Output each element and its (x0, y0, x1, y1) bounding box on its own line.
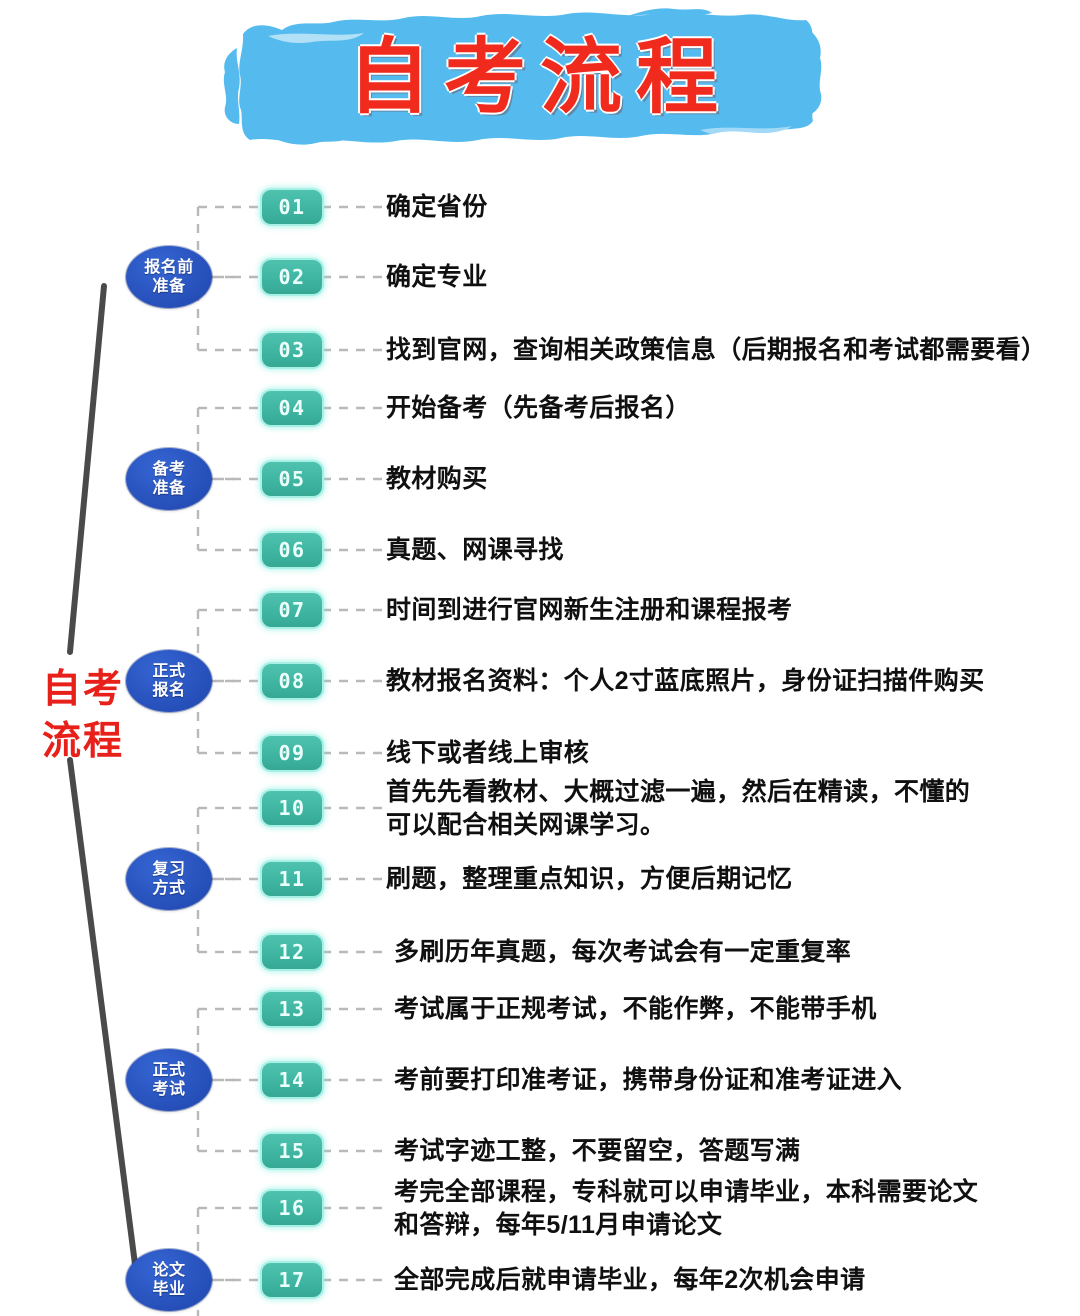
step-badge[interactable]: 12 (262, 935, 322, 969)
category-label-line1: 正式 (152, 663, 186, 680)
step-badge[interactable]: 08 (262, 664, 322, 698)
step-badge[interactable]: 11 (262, 862, 322, 896)
step-text: 多刷历年真题，每次考试会有一定重复率 (394, 938, 852, 966)
brush-stroke-icon (223, 8, 822, 145)
category-label-line1: 论文 (152, 1262, 186, 1279)
step-text: 找到官网，查询相关政策信息（后期报名和考试都需要看） (386, 336, 1047, 364)
step-badge[interactable]: 02 (262, 260, 322, 294)
step-text: 时间到进行官网新生注册和课程报考 (386, 596, 793, 624)
step-badge[interactable]: 05 (262, 462, 322, 496)
trunk-label-line1: 自考 (41, 668, 124, 711)
category-label-line2: 方式 (152, 880, 186, 897)
category-label-line1: 备考 (152, 461, 186, 478)
step-text: 确定省份 (386, 193, 488, 221)
step-badge[interactable]: 10 (262, 791, 322, 825)
step-badge[interactable]: 04 (262, 391, 322, 425)
category-label-line2: 考试 (152, 1081, 186, 1098)
step-badge[interactable]: 07 (262, 593, 322, 627)
step-badge[interactable]: 01 (262, 190, 322, 224)
step-text: 考试字迹工整，不要留空，答题写满 (394, 1137, 801, 1165)
trunk-line (67, 283, 139, 1275)
step-text: 考试属于正规考试，不能作弊，不能带手机 (394, 995, 877, 1023)
step-badge[interactable]: 03 (262, 333, 322, 367)
title-banner: 自考流程 (0, 0, 1080, 170)
step-text: 首先先看教材、大概过滤一遍，然后在精读，不懂的 可以配合相关网课学习。 (386, 778, 971, 839)
page-title: 自考流程 (347, 32, 732, 123)
trunk-label: 自考 流程 (22, 664, 144, 768)
step-badge[interactable]: 15 (262, 1134, 322, 1168)
trunk-label-line2: 流程 (41, 720, 124, 763)
step-text: 线下或者线上审核 (386, 739, 590, 767)
step-text: 开始备考（先备考后报名） (386, 394, 691, 422)
step-badge[interactable]: 09 (262, 736, 322, 770)
category-signup[interactable]: 正式 报名 (126, 650, 212, 712)
category-label-line2: 准备 (152, 480, 186, 497)
step-text: 教材报名资料：个人2寸蓝底照片，身份证扫描件购买 (386, 667, 985, 695)
category-pre-signup[interactable]: 报名前 准备 (126, 246, 212, 308)
step-badge[interactable]: 17 (262, 1263, 322, 1297)
step-text: 考完全部课程，专科就可以申请毕业，本科需要论文 和答辩，每年5/11月申请论文 (394, 1178, 979, 1239)
category-review[interactable]: 复习 方式 (126, 848, 212, 910)
step-text: 刷题，整理重点知识，方便后期记忆 (386, 865, 793, 893)
step-badge[interactable]: 14 (262, 1063, 322, 1097)
category-label-line2: 报名 (152, 682, 186, 699)
category-exam[interactable]: 正式 考试 (126, 1049, 212, 1111)
category-label-line1: 报名前 (144, 259, 194, 276)
step-badge[interactable]: 06 (262, 533, 322, 567)
category-thesis[interactable]: 论文 毕业 (126, 1249, 212, 1311)
category-label-line1: 正式 (152, 1062, 186, 1079)
step-text: 真题、网课寻找 (386, 536, 564, 564)
step-text: 教材购买 (386, 465, 488, 493)
step-badge[interactable]: 13 (262, 992, 322, 1026)
step-badge[interactable]: 16 (262, 1191, 322, 1225)
step-text: 确定专业 (386, 263, 488, 291)
category-label-line2: 准备 (152, 278, 186, 295)
category-label-line2: 毕业 (152, 1281, 186, 1298)
step-text: 全部完成后就申请毕业，每年2次机会申请 (394, 1266, 866, 1294)
category-label-line1: 复习 (152, 861, 186, 878)
step-text: 考前要打印准考证，携带身份证和准考证进入 (394, 1066, 903, 1094)
category-prep[interactable]: 备考 准备 (126, 448, 212, 510)
